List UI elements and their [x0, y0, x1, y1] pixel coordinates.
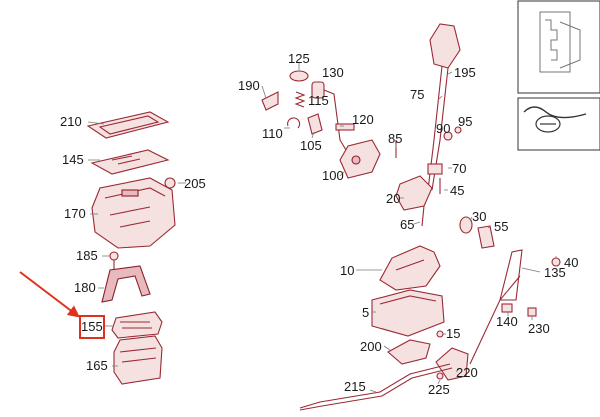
part-115-spring	[294, 91, 306, 108]
part-220-bearing-block	[435, 347, 469, 381]
callout-180: 180	[74, 280, 96, 295]
callout-65: 65	[400, 217, 414, 232]
inset-gate-detail	[517, 0, 600, 151]
callout-205: 205	[184, 176, 206, 191]
callout-225: 225	[428, 382, 450, 397]
part-130-bushing	[311, 81, 347, 151]
part-215-cable	[299, 275, 521, 411]
part-185-bolt	[109, 251, 119, 271]
callout-130: 130	[322, 65, 344, 80]
callout-110: 110	[262, 126, 283, 141]
callout-85: 85	[388, 131, 402, 146]
part-10-bracket	[379, 245, 441, 291]
part-210-trim-frame	[86, 111, 170, 139]
callout-95: 95	[458, 114, 472, 129]
callout-215: 215	[344, 379, 366, 394]
callout-170: 170	[64, 206, 86, 221]
callout-40: 40	[564, 255, 578, 270]
callout-20: 20	[386, 191, 400, 206]
part-205-screw	[164, 177, 176, 198]
part-65-rod	[421, 205, 425, 227]
part-95-nut	[454, 126, 462, 134]
part-145-cover-plate	[90, 149, 170, 175]
callout-75: 75	[410, 87, 424, 102]
callout-165: 165	[86, 358, 108, 373]
part-125-cap	[289, 70, 309, 82]
callout-45: 45	[450, 183, 464, 198]
part-110-ring	[287, 117, 301, 129]
part-230-nut	[527, 307, 537, 317]
callout-210: 210	[60, 114, 82, 129]
callout-70: 70	[452, 161, 466, 176]
callout-135: 135	[544, 265, 566, 280]
callout-125: 125	[288, 51, 310, 66]
callout-105: 105	[300, 138, 322, 153]
part-165-control-unit	[113, 335, 163, 385]
callout-30: 30	[472, 209, 486, 224]
callout-55: 55	[494, 219, 508, 234]
callout-140: 140	[496, 314, 518, 329]
callout-120: 120	[352, 112, 374, 127]
callout-100: 100	[322, 168, 344, 183]
part-120-screw	[335, 123, 355, 131]
callout-10: 10	[340, 263, 354, 278]
part-5-base-plate	[371, 289, 445, 337]
part-55-clamp	[477, 225, 495, 249]
part-135-cable-lever	[499, 249, 523, 301]
part-190-clip	[261, 91, 279, 111]
part-225-bolt	[436, 372, 444, 380]
part-20-gate-lever	[395, 175, 433, 211]
callout-185: 185	[76, 248, 98, 263]
part-15-screw	[436, 330, 444, 338]
callout-190: 190	[238, 78, 260, 93]
callout-labels: 210 145 205 170 185 180 155 165 190 125 …	[60, 51, 578, 397]
callout-195: 195	[454, 65, 476, 80]
part-195-knob	[429, 23, 461, 69]
callout-5: 5	[362, 305, 369, 320]
part-155-switch-module	[111, 311, 163, 339]
callout-90: 90	[436, 121, 450, 136]
highlight-arrow	[19, 271, 80, 318]
part-100-lock-assembly	[339, 139, 381, 179]
part-30-bushing	[459, 216, 473, 234]
callout-145: 145	[62, 152, 84, 167]
part-70-switch	[427, 163, 443, 175]
callout-15: 15	[446, 326, 460, 341]
part-180-bracket	[101, 265, 151, 303]
part-90-bolt	[443, 131, 453, 141]
callout-230: 230	[528, 321, 550, 336]
part-140-clip	[501, 303, 513, 313]
part-105-lever	[307, 113, 323, 135]
part-200-gasket	[387, 339, 431, 365]
callout-155: 155	[81, 319, 103, 334]
highlight-box-155	[79, 315, 105, 339]
callout-115: 115	[308, 93, 329, 108]
callout-220: 220	[456, 365, 478, 380]
callout-200: 200	[360, 339, 382, 354]
leader-lines	[87, 62, 557, 393]
part-170-shifter-housing	[91, 177, 176, 249]
